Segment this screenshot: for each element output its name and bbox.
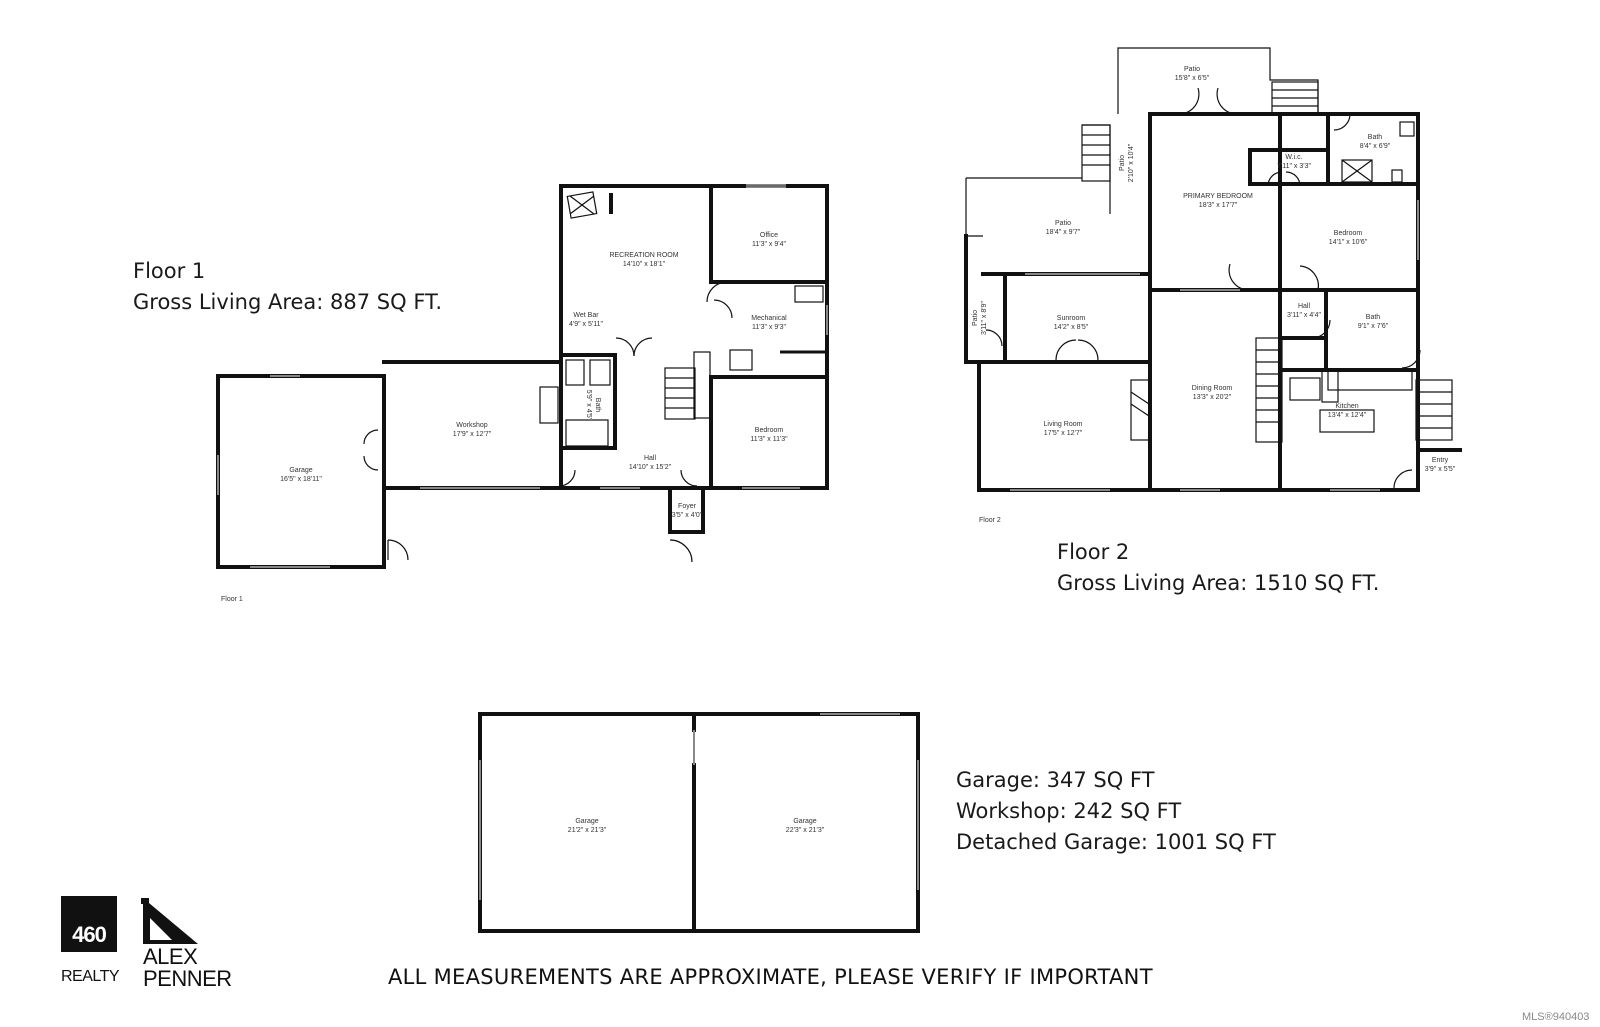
floor1-area: Gross Living Area: 887 SQ FT. bbox=[133, 290, 443, 314]
logo-number: 460 bbox=[72, 922, 107, 947]
f2-main-walls bbox=[964, 112, 1420, 492]
mls-number: MLS®940403 bbox=[1522, 1011, 1590, 1023]
logo-sub: REALTY bbox=[61, 968, 120, 985]
detached-garage-walls bbox=[478, 712, 920, 933]
agent-first-name: ALEX bbox=[143, 944, 198, 969]
realty-logo: 460 bbox=[61, 896, 117, 952]
measurement-disclaimer: ALL MEASUREMENTS ARE APPROXIMATE, PLEASE… bbox=[388, 965, 1153, 989]
floor1-title: Floor 1 bbox=[133, 259, 206, 283]
detached-garage-area: Detached Garage: 1001 SQ FT bbox=[956, 830, 1276, 854]
agent-last-name: PENNER bbox=[143, 966, 232, 991]
workshop-area: Workshop: 242 SQ FT bbox=[956, 799, 1182, 823]
room-label: W.i.c.7'11" x 3'3" bbox=[1277, 154, 1311, 170]
floor1-small-label: Floor 1 bbox=[221, 596, 243, 603]
floor1-summary: Floor 1 Gross Living Area: 887 SQ FT. bbox=[133, 256, 442, 318]
f1-main-walls bbox=[559, 184, 829, 490]
floor2-area: Gross Living Area: 1510 SQ FT. bbox=[1057, 571, 1380, 595]
floor2-summary: Floor 2 Gross Living Area: 1510 SQ FT. bbox=[1057, 537, 1379, 599]
floor2-title: Floor 2 bbox=[1057, 540, 1130, 564]
garage-area: Garage: 347 SQ FT bbox=[956, 768, 1155, 792]
floor2-small-label: Floor 2 bbox=[979, 517, 1001, 524]
area-summary: Garage: 347 SQ FT Workshop: 242 SQ FT De… bbox=[956, 765, 1276, 858]
